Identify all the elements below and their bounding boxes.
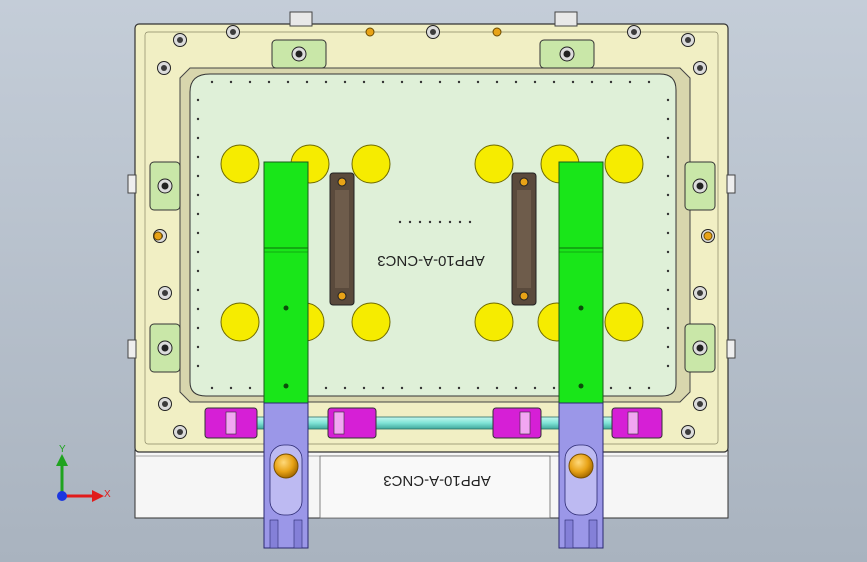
locator-pin <box>351 144 391 184</box>
dowel-pin <box>153 231 163 241</box>
frame-screw <box>681 425 695 439</box>
frame-screw <box>627 25 641 39</box>
frame-screw <box>173 425 187 439</box>
frame-screw <box>693 286 707 300</box>
top-clamp-pad-left[interactable] <box>271 39 327 69</box>
frame-screw <box>693 61 707 75</box>
toggle-clamp-right[interactable] <box>511 172 537 306</box>
pivot-block-2[interactable] <box>327 407 377 439</box>
pivot-ball-left <box>273 453 299 479</box>
frame-screw <box>158 286 172 300</box>
frame-screw <box>157 61 171 75</box>
locator-pin <box>604 144 644 184</box>
frame-screw <box>158 397 172 411</box>
y-axis-head <box>56 454 68 466</box>
plate-part-label: APP10-A-CNC3 <box>377 252 485 269</box>
side-clamp-pad-left-lower[interactable] <box>149 323 181 373</box>
toggle-clamp-left[interactable] <box>329 172 355 306</box>
dowel-pin <box>703 231 713 241</box>
dowel-pin <box>492 27 502 37</box>
clamp-arm-right[interactable] <box>558 161 604 405</box>
pivot-block-4[interactable] <box>611 407 663 439</box>
dowel-pin <box>365 27 375 37</box>
plate-edge-holes <box>196 80 670 390</box>
side-clamp-pad-right-lower[interactable] <box>684 323 716 373</box>
locator-pin <box>474 144 514 184</box>
z-axis-dot <box>57 491 67 501</box>
base-part-label: APP10-A-CNC3 <box>383 472 491 489</box>
side-clamp-pad-right-upper[interactable] <box>684 161 716 211</box>
triad-label-y: Y <box>59 444 66 455</box>
frame-screw <box>693 397 707 411</box>
locator-pin <box>351 302 391 342</box>
top-clamp-pad-right[interactable] <box>539 39 595 69</box>
pivot-ball-right <box>568 453 594 479</box>
frame-screw <box>681 33 695 47</box>
locator-pin <box>220 144 260 184</box>
side-clamp-pad-left-upper[interactable] <box>149 161 181 211</box>
clamp-arm-left[interactable] <box>263 161 309 405</box>
frame-screw <box>173 33 187 47</box>
frame-screw <box>226 25 240 39</box>
x-axis-head <box>92 490 104 502</box>
frame-screw <box>426 25 440 39</box>
base-block[interactable] <box>134 449 729 519</box>
locator-pin <box>220 302 260 342</box>
triad-label-x: X <box>104 489 111 500</box>
frame-screws <box>153 25 715 439</box>
pivot-block-1[interactable] <box>204 407 258 439</box>
locator-pin <box>474 302 514 342</box>
pivot-block-3[interactable] <box>492 407 542 439</box>
locator-pin <box>604 302 644 342</box>
coordinate-triad[interactable]: Y X <box>56 444 111 502</box>
